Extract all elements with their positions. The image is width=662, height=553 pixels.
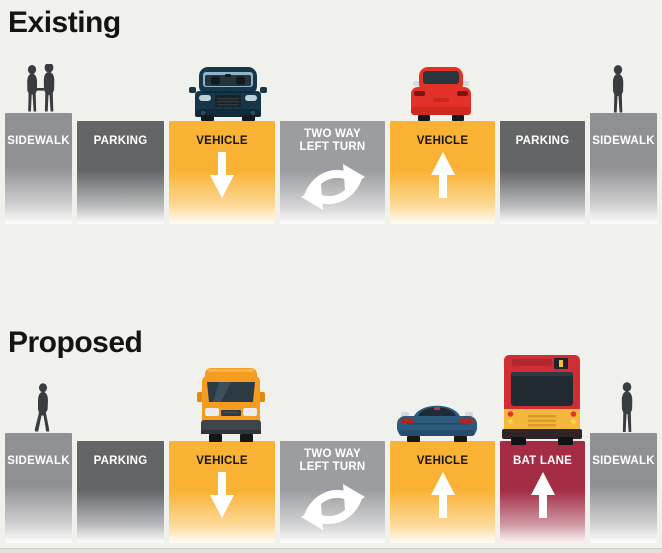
lane-vehicle-northbound: VEHICLE [390, 441, 495, 543]
lane-vehicle-southbound: VEHICLE [169, 441, 275, 543]
lane-sidewalk-right: SIDEWALK [590, 113, 657, 224]
lane-sidewalk-left: SIDEWALK [5, 433, 72, 543]
lane-vehicle-northbound: VEHICLE [390, 121, 495, 224]
lane-parking-left: PARKING [77, 441, 164, 543]
blue-sedan-icon [397, 405, 477, 442]
two-way-turn-arrows-icon [300, 484, 365, 531]
lane-sidewalk-left: SIDEWALK [5, 113, 72, 224]
lane-label: VEHICLE [196, 455, 248, 467]
down-arrow-icon [210, 472, 234, 518]
up-arrow-icon [430, 152, 455, 198]
lane-two-way-left-turn: TWO WAY LEFT TURN [280, 121, 385, 224]
standing-pedestrian-icon [621, 382, 633, 432]
lane-label: SIDEWALK [592, 455, 655, 467]
lane-label: TWO WAY LEFT TURN [280, 448, 385, 474]
lane-label: PARKING [93, 135, 148, 147]
lane-parking-right: PARKING [500, 121, 585, 224]
proposed-lane-row: SIDEWALK PARKING VEHICLE TWO WAY LEFT TU… [5, 433, 657, 543]
proposed-section-title: Proposed [8, 326, 143, 359]
lane-label: SIDEWALK [592, 135, 655, 147]
bus-icon [502, 355, 582, 445]
lane-label-line1: TWO WAY [304, 128, 361, 140]
lane-two-way-left-turn: TWO WAY LEFT TURN [280, 441, 385, 543]
lane-label-line1: TWO WAY [304, 448, 361, 460]
orange-van-icon [197, 368, 265, 442]
lane-parking-left: PARKING [77, 121, 164, 224]
bottom-border-strip [0, 548, 662, 553]
lane-label: PARKING [93, 455, 148, 467]
lane-label: VEHICLE [416, 455, 469, 467]
lane-label-line2: LEFT TURN [299, 141, 366, 154]
red-car-icon [411, 67, 471, 121]
lane-sidewalk-right: SIDEWALK [590, 433, 657, 543]
down-arrow-icon [210, 152, 234, 198]
lane-vehicle-southbound: VEHICLE [169, 121, 275, 224]
lane-label: TWO WAY LEFT TURN [280, 128, 385, 154]
existing-section-title: Existing [8, 6, 121, 39]
lane-label: SIDEWALK [7, 455, 70, 467]
existing-lane-row: SIDEWALK PARKING VEHICLE TWO WAY LEFT TU… [5, 113, 657, 224]
lane-label: BAT LANE [512, 455, 573, 467]
lane-label: VEHICLE [416, 135, 469, 147]
two-way-turn-arrows-icon [300, 164, 365, 211]
lane-label: SIDEWALK [7, 135, 70, 147]
lane-label: PARKING [515, 135, 570, 147]
up-arrow-icon [530, 472, 555, 518]
lane-label-line2: LEFT TURN [299, 461, 366, 474]
lane-label: VEHICLE [196, 135, 248, 147]
couple-pedestrians-icon [27, 64, 55, 112]
lane-bat: BAT LANE [500, 441, 585, 543]
walking-pedestrian-icon [34, 383, 50, 432]
standing-pedestrian-icon [612, 65, 624, 113]
dark-blue-suv-icon [189, 67, 267, 121]
up-arrow-icon [430, 472, 455, 518]
